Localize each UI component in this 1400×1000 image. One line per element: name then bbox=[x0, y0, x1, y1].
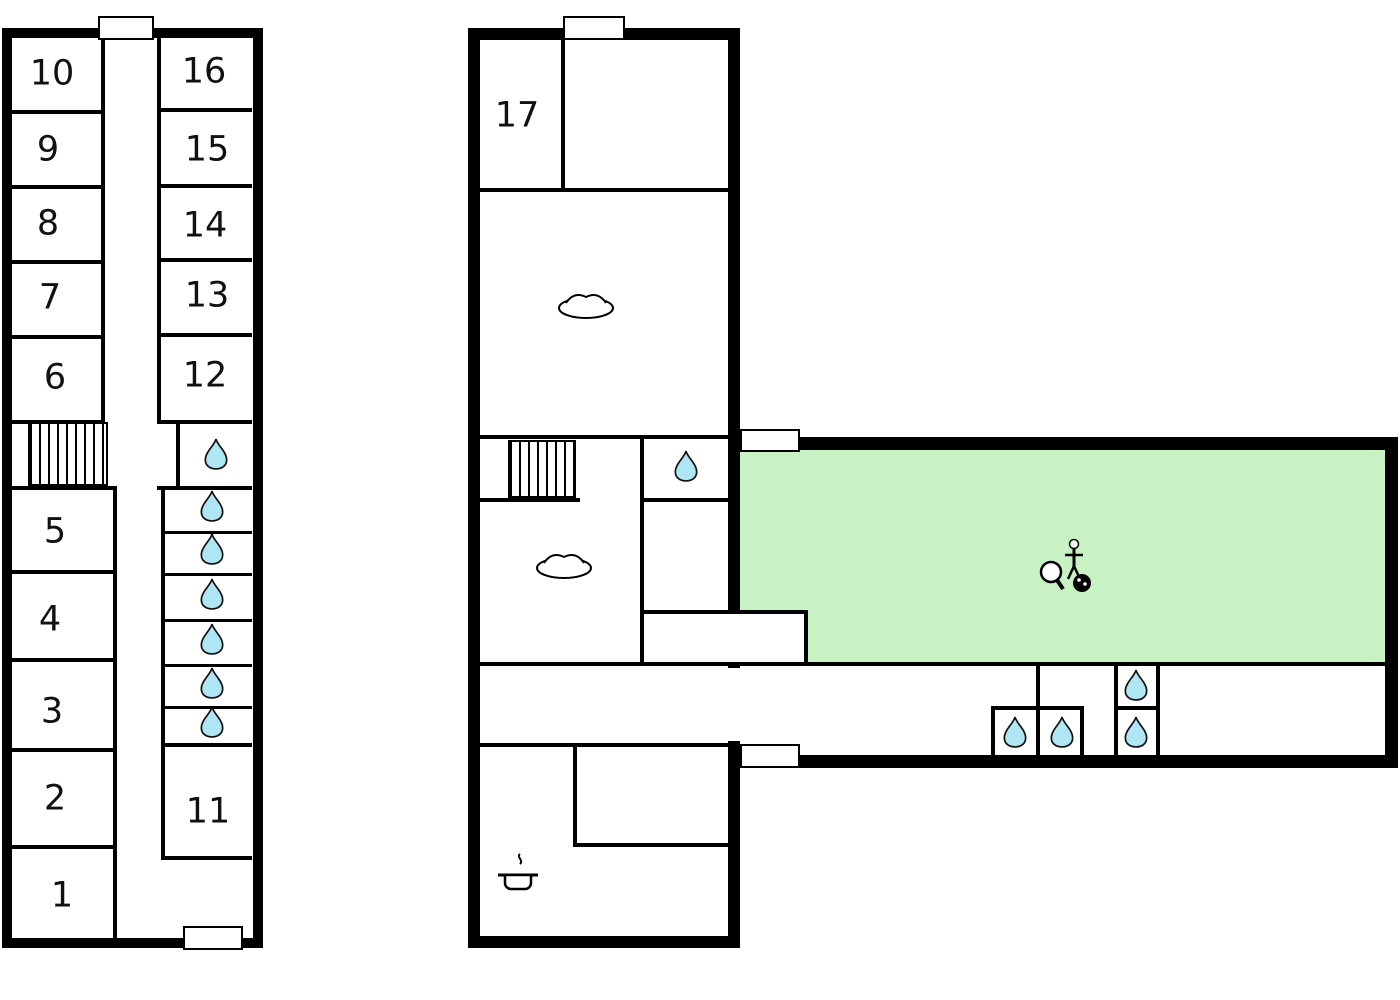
water-drop-icon bbox=[199, 490, 225, 526]
wing-bottom-wall bbox=[728, 755, 1398, 768]
room-label-14: 14 bbox=[182, 205, 228, 246]
wall bbox=[640, 610, 808, 614]
wall bbox=[480, 435, 728, 439]
room-label-11: 11 bbox=[185, 791, 231, 832]
door-opening bbox=[183, 926, 243, 950]
wall bbox=[1114, 666, 1118, 755]
wall bbox=[1114, 706, 1160, 710]
wall bbox=[12, 110, 105, 114]
room-label-15: 15 bbox=[184, 129, 230, 170]
notch-room bbox=[644, 610, 806, 664]
water-drop-icon bbox=[199, 578, 225, 614]
wall bbox=[1156, 666, 1160, 755]
room-label-10: 10 bbox=[29, 53, 75, 94]
water-drop-icon bbox=[1123, 716, 1149, 752]
wall bbox=[12, 570, 117, 574]
room-label-3: 3 bbox=[40, 691, 64, 732]
wall bbox=[480, 188, 728, 192]
wall bbox=[157, 184, 252, 188]
stairs-icon bbox=[28, 422, 108, 486]
wall bbox=[1036, 666, 1040, 755]
wall bbox=[161, 486, 165, 860]
wall bbox=[644, 498, 728, 502]
wall bbox=[113, 486, 117, 938]
wall bbox=[12, 185, 105, 189]
wing-right-wall bbox=[1385, 437, 1398, 768]
wall bbox=[12, 486, 117, 490]
water-drop-icon bbox=[673, 450, 699, 486]
corridor-opening bbox=[726, 668, 742, 741]
wall bbox=[161, 531, 252, 534]
room-label-6: 6 bbox=[43, 357, 67, 398]
water-drop-icon bbox=[1123, 669, 1149, 705]
activity-room bbox=[738, 448, 1385, 664]
wall bbox=[480, 743, 728, 747]
room-label-17: 17 bbox=[494, 95, 540, 136]
stairs-icon bbox=[508, 440, 576, 498]
wall bbox=[804, 610, 808, 666]
room-label-8: 8 bbox=[36, 203, 60, 244]
water-drop-icon bbox=[199, 533, 225, 569]
wall bbox=[561, 40, 565, 190]
wall bbox=[12, 260, 105, 264]
kitchen-pot-icon bbox=[492, 851, 544, 901]
wall bbox=[161, 619, 252, 622]
wall bbox=[157, 420, 252, 424]
wall bbox=[480, 498, 580, 502]
table-tennis-icon bbox=[1038, 534, 1098, 598]
door-opening bbox=[563, 16, 625, 40]
water-drop-icon bbox=[199, 706, 225, 742]
room-label-9: 9 bbox=[36, 129, 60, 170]
door-opening bbox=[740, 744, 800, 768]
wall bbox=[161, 856, 252, 860]
water-drop-icon bbox=[1002, 716, 1028, 752]
wall bbox=[157, 108, 252, 112]
wall bbox=[157, 486, 252, 490]
sofa-icon bbox=[554, 284, 618, 328]
wall bbox=[12, 845, 117, 849]
wall bbox=[157, 38, 161, 424]
room-label-12: 12 bbox=[182, 355, 228, 396]
room-label-1: 1 bbox=[50, 875, 74, 916]
wall bbox=[12, 658, 117, 662]
room-label-2: 2 bbox=[43, 778, 67, 819]
room-label-4: 4 bbox=[38, 599, 62, 640]
wall bbox=[161, 743, 252, 747]
wall bbox=[1080, 706, 1084, 755]
sofa-icon bbox=[532, 544, 596, 588]
water-drop-icon bbox=[1049, 716, 1075, 752]
wall bbox=[991, 706, 995, 755]
room-label-13: 13 bbox=[184, 275, 230, 316]
wall bbox=[12, 748, 117, 752]
room-label-16: 16 bbox=[181, 51, 227, 92]
wall bbox=[157, 258, 252, 262]
wall bbox=[991, 706, 1040, 710]
wall bbox=[573, 743, 577, 847]
wall bbox=[161, 573, 252, 576]
wall bbox=[157, 333, 252, 337]
door-opening bbox=[98, 16, 154, 40]
wall bbox=[161, 664, 252, 667]
wall bbox=[161, 706, 252, 709]
room-label-7: 7 bbox=[38, 277, 62, 318]
wall bbox=[480, 662, 1385, 666]
water-drop-icon bbox=[199, 667, 225, 703]
water-drop-icon bbox=[199, 623, 225, 659]
water-drop-icon bbox=[203, 438, 229, 474]
wall bbox=[640, 435, 644, 666]
wing-top-wall bbox=[728, 437, 1398, 450]
room-label-5: 5 bbox=[43, 511, 67, 552]
wall bbox=[101, 38, 105, 422]
wall bbox=[12, 335, 105, 339]
wall bbox=[176, 420, 180, 490]
wall bbox=[1040, 706, 1084, 710]
door-opening bbox=[740, 429, 800, 452]
wall bbox=[573, 843, 728, 847]
